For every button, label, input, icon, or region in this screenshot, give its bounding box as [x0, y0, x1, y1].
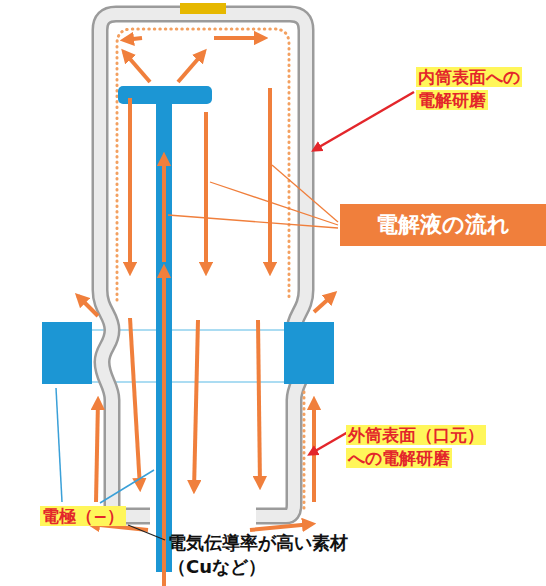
flow-arrow — [314, 294, 334, 312]
outer-surface-polish — [303, 392, 306, 508]
leader-line — [210, 182, 338, 225]
flow-label-box: 電解液の流れ — [340, 204, 546, 246]
flow-arrow — [162, 268, 166, 586]
inner-surface-polish — [117, 29, 289, 300]
leader-line — [128, 525, 165, 540]
flow-arrow — [128, 98, 132, 272]
flow-arrow — [178, 52, 204, 82]
flow-arrow — [194, 320, 198, 490]
side-electrode — [42, 322, 92, 384]
bottle-wall-inner — [100, 14, 306, 516]
callout-highlight: 外筒表面（口元） への電解研磨 — [346, 424, 491, 470]
leader-line — [168, 215, 338, 228]
leader-arrow — [314, 92, 414, 150]
flow-arrows — [78, 38, 334, 586]
bottle-wall — [100, 14, 306, 516]
flow-arrow — [258, 320, 260, 486]
node-text: 外筒表面（口元） への電解研磨 — [346, 425, 486, 468]
node-text: 電極（−） — [40, 506, 126, 526]
callout-highlight: 内筒表面への 電解研磨 — [416, 66, 527, 112]
ring-electrode-edge — [92, 329, 284, 331]
flow-arrow — [214, 36, 264, 40]
flow-arrow — [124, 38, 142, 40]
flow-arrow — [130, 318, 140, 488]
flow-arrow — [268, 88, 272, 272]
side-electrode — [284, 322, 334, 384]
flow-arrow — [204, 112, 208, 272]
callout-highlight: 電極（−） — [40, 505, 142, 528]
leader-line — [56, 388, 62, 502]
flow-arrow — [124, 52, 150, 82]
flow-arrow — [162, 156, 166, 262]
node-text: 電解液の流れ — [376, 210, 510, 240]
electrode-head — [118, 86, 212, 104]
flow-arrow — [96, 400, 98, 502]
bottle-cap — [180, 3, 226, 14]
node-text: 内筒表面への 電解研磨 — [416, 67, 522, 110]
leader-line — [100, 470, 154, 503]
leader-arrow — [310, 432, 348, 454]
flow-arrow — [78, 296, 98, 316]
material-note: 電気伝導率が高い素材 （Cuなど） — [168, 531, 355, 579]
ring-electrode-edge — [92, 381, 284, 383]
flow-arrow — [250, 524, 312, 530]
